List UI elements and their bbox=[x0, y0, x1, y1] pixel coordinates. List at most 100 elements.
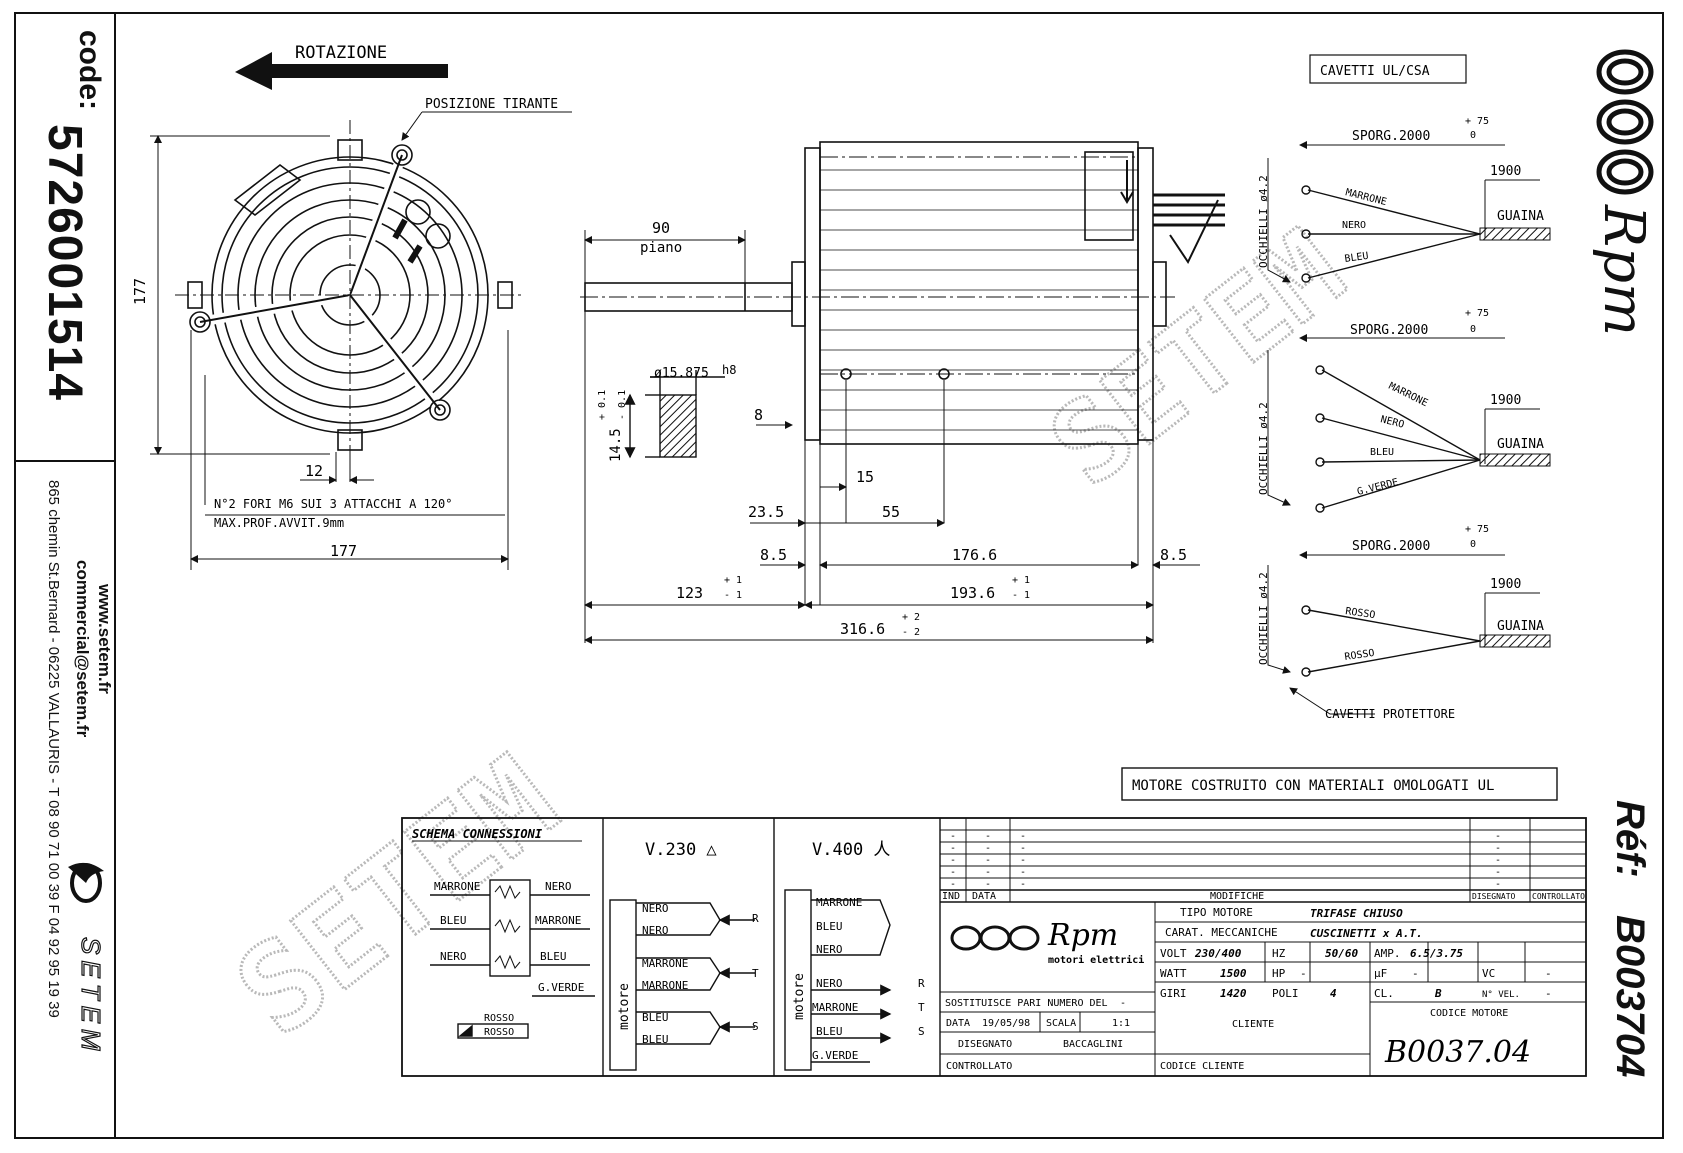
hz-value: 50/60 bbox=[1325, 947, 1358, 960]
shaft-section bbox=[624, 370, 725, 459]
dim-316-tol-dn: - 2 bbox=[902, 627, 920, 638]
svg-text:BLEU: BLEU bbox=[440, 914, 467, 927]
sidebar: code: 5726001514 www.setem.fr commercial… bbox=[14, 12, 116, 1139]
svg-text:-: - bbox=[1020, 867, 1026, 878]
dim-15: 15 bbox=[856, 468, 874, 486]
svg-text:OCCHIELLI ø4.2: OCCHIELLI ø4.2 bbox=[1257, 402, 1270, 495]
svg-text:G.VERDE: G.VERDE bbox=[538, 981, 584, 994]
svg-text:CARAT. MECCANICHE: CARAT. MECCANICHE bbox=[1165, 926, 1278, 939]
protector-label: CAVETTI PROTETTORE bbox=[1325, 707, 1455, 721]
svg-text:-: - bbox=[985, 843, 991, 854]
svg-text:motore: motore bbox=[792, 973, 807, 1020]
svg-text:NERO: NERO bbox=[642, 902, 669, 915]
codice-motore: B0037.04 bbox=[1384, 1035, 1531, 1070]
shaft-note: piano bbox=[640, 240, 682, 256]
shaft-tolerance: h8 bbox=[722, 363, 736, 377]
svg-text:HP: HP bbox=[1272, 967, 1286, 980]
svg-text:-: - bbox=[985, 867, 991, 878]
dim-hole-offset: 12 bbox=[305, 462, 323, 480]
amp-value: 6.5/3.75 bbox=[1410, 947, 1463, 960]
v400-label: V.400 人 bbox=[812, 840, 890, 860]
svg-text:POLI: POLI bbox=[1272, 987, 1299, 1000]
svg-text:-: - bbox=[1020, 831, 1026, 842]
svg-text:T: T bbox=[752, 967, 759, 980]
drawn-by: BACCAGLINI bbox=[1063, 1039, 1123, 1050]
svg-text:-: - bbox=[1020, 879, 1026, 890]
title-brand-sub: motori elettrici bbox=[1048, 954, 1144, 966]
svg-text:CONTROLLATO: CONTROLLATO bbox=[946, 1061, 1012, 1072]
giri-value: 1420 bbox=[1220, 987, 1247, 1000]
svg-text:ROSSO: ROSSO bbox=[1345, 606, 1376, 621]
svg-text:-: - bbox=[985, 831, 991, 842]
scheme-title: SCHEMA CONNESSIONI bbox=[412, 827, 543, 841]
svg-text:ROSSO: ROSSO bbox=[484, 1013, 514, 1024]
cables-header: CAVETTI UL/CSA bbox=[1320, 64, 1430, 79]
svg-text:DATA: DATA bbox=[946, 1018, 970, 1029]
svg-text:SPORG.2000: SPORG.2000 bbox=[1352, 539, 1430, 554]
drawing-date: 19/05/98 bbox=[982, 1018, 1030, 1029]
svg-text:OCCHIELLI ø4.2: OCCHIELLI ø4.2 bbox=[1257, 175, 1270, 268]
poli-value: 4 bbox=[1330, 987, 1337, 1000]
svg-text:NERO: NERO bbox=[440, 950, 467, 963]
svg-text:NERO: NERO bbox=[1342, 220, 1366, 231]
svg-text:-: - bbox=[950, 831, 956, 842]
svg-text:0: 0 bbox=[1470, 324, 1476, 335]
svg-text:-: - bbox=[1545, 967, 1552, 980]
svg-text:CODICE MOTORE: CODICE MOTORE bbox=[1430, 1008, 1508, 1019]
svg-text:S: S bbox=[918, 1025, 925, 1038]
svg-text:VOLT: VOLT bbox=[1160, 947, 1187, 960]
svg-text:GUAINA: GUAINA bbox=[1497, 619, 1544, 634]
svg-text:1:1: 1:1 bbox=[1112, 1018, 1130, 1029]
svg-text:MARRONE: MARRONE bbox=[434, 880, 480, 893]
svg-text:N° VEL.: N° VEL. bbox=[1482, 990, 1520, 1000]
svg-text:MARRONE: MARRONE bbox=[642, 979, 688, 992]
svg-text:DISEGNATO: DISEGNATO bbox=[1472, 892, 1516, 901]
svg-text:ROSSO: ROSSO bbox=[484, 1027, 514, 1038]
svg-text:CLIENTE: CLIENTE bbox=[1232, 1019, 1274, 1030]
carat-meccaniche: CUSCINETTI x A.T. bbox=[1310, 927, 1423, 940]
ul-note: MOTORE COSTRUITO CON MATERIALI OMOLOGATI… bbox=[1132, 778, 1494, 794]
svg-text:NERO: NERO bbox=[545, 880, 572, 893]
svg-text:µF: µF bbox=[1374, 967, 1387, 980]
svg-text:-: - bbox=[1300, 967, 1307, 980]
svg-text:MARRONE: MARRONE bbox=[535, 914, 581, 927]
svg-text:0: 0 bbox=[1470, 130, 1476, 141]
setem-logo-icon bbox=[64, 857, 108, 909]
svg-text:-: - bbox=[1495, 855, 1501, 866]
svg-text:1900: 1900 bbox=[1490, 393, 1521, 408]
svg-text:GUAINA: GUAINA bbox=[1497, 437, 1544, 452]
dim-front-width: 177 bbox=[330, 542, 357, 560]
svg-text:G.VERDE: G.VERDE bbox=[812, 1049, 858, 1062]
svg-text:AMP.: AMP. bbox=[1374, 947, 1401, 960]
svg-text:VC: VC bbox=[1482, 967, 1495, 980]
svg-text:motore: motore bbox=[617, 983, 632, 1030]
dim-316-6: 316.6 bbox=[840, 620, 885, 638]
volt-value: 230/400 bbox=[1194, 947, 1242, 960]
svg-text:SOSTITUISCE PARI NUMERO DEL: SOSTITUISCE PARI NUMERO DEL bbox=[945, 998, 1108, 1009]
shaft-diameter: ø15.875 bbox=[654, 366, 709, 381]
svg-text:MARRONE: MARRONE bbox=[812, 1001, 858, 1014]
svg-text:IND: IND bbox=[942, 891, 960, 902]
svg-text:ROSSO: ROSSO bbox=[1344, 648, 1375, 663]
svg-text:-: - bbox=[985, 855, 991, 866]
title-block bbox=[940, 818, 1586, 1076]
cl-value: B bbox=[1434, 987, 1442, 1000]
svg-text:BLEU: BLEU bbox=[642, 1011, 669, 1024]
svg-text:BLEU: BLEU bbox=[642, 1033, 669, 1046]
mount-note-1: N°2 FORI M6 SUI 3 ATTACCHI A 120° bbox=[214, 497, 452, 511]
svg-text:+ 75: + 75 bbox=[1465, 116, 1489, 127]
svg-text:NERO: NERO bbox=[816, 977, 843, 990]
cable-group-2: SPORG.2000 + 75 0 OCCHIELLI ø4.2 1900 GU… bbox=[1257, 308, 1551, 513]
svg-text:BLEU: BLEU bbox=[1344, 251, 1369, 265]
svg-text:CONTROLLATO: CONTROLLATO bbox=[1532, 892, 1585, 901]
svg-text:-: - bbox=[950, 843, 956, 854]
flat-tol-dn: - 0.1 bbox=[617, 390, 628, 420]
mount-note-2: MAX.PROF.AVVIT.9mm bbox=[214, 516, 344, 530]
dim-193-tol-dn: - 1 bbox=[1012, 590, 1030, 601]
svg-text:DATA: DATA bbox=[972, 891, 996, 902]
svg-text:-: - bbox=[1020, 843, 1026, 854]
svg-text:-: - bbox=[1495, 879, 1501, 890]
svg-text:CODICE CLIENTE: CODICE CLIENTE bbox=[1160, 1061, 1244, 1072]
svg-text:+ 75: + 75 bbox=[1465, 308, 1489, 319]
